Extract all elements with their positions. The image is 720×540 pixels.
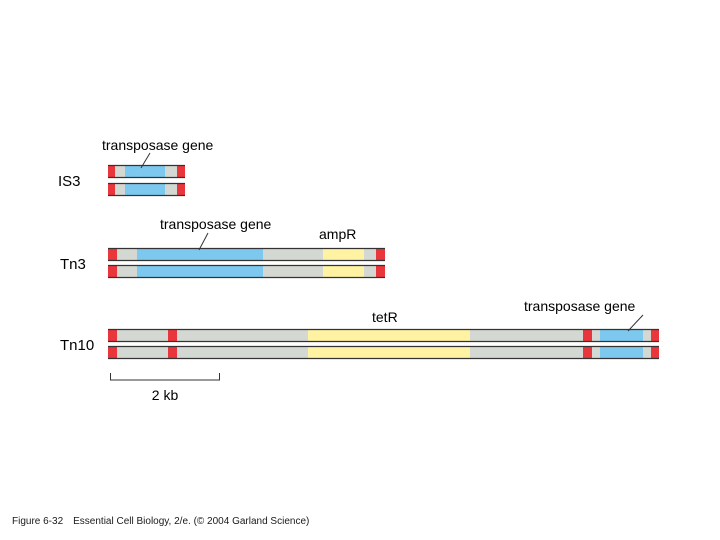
transposase-gene-label: transposase gene	[102, 137, 214, 153]
element-is3: IS3 transposase gene	[58, 137, 214, 197]
terminal-repeat-segment	[168, 346, 177, 359]
terminal-repeat-segment	[108, 346, 117, 359]
terminal-repeat-segment	[108, 183, 115, 196]
terminal-repeat-segment	[177, 165, 185, 178]
figure-caption: Figure 6-32 Essential Cell Biology, 2/e. …	[12, 516, 309, 527]
dna-strand-bottom	[108, 264, 385, 279]
transposase-gene-label: transposase gene	[524, 298, 636, 314]
scale-bar: 2 kb	[110, 373, 220, 403]
backbone-segment	[263, 248, 323, 261]
terminal-repeat-segment	[108, 329, 117, 342]
backbone-segment	[115, 183, 125, 196]
caption-text: Essential Cell Biology, 2/e. (© 2004 Gar…	[73, 516, 310, 527]
transposase-segment	[137, 248, 263, 261]
label-pointer-line	[627, 314, 644, 332]
backbone-segment	[177, 329, 308, 342]
resistance-gene-label: tetR	[372, 309, 398, 325]
dna-strand-bottom	[108, 182, 185, 197]
backbone-segment	[117, 346, 168, 359]
element-tn3: Tn3 transposase gene ampR	[60, 216, 385, 279]
terminal-repeat-segment	[651, 329, 659, 342]
terminal-repeat-segment	[108, 165, 115, 178]
backbone-segment	[115, 165, 125, 178]
terminal-repeat-segment	[177, 183, 185, 196]
backbone-segment	[470, 346, 583, 359]
backbone-segment	[592, 329, 600, 342]
resistance-gene-label: ampR	[319, 226, 356, 242]
scale-bar-label: 2 kb	[152, 387, 179, 403]
dna-strand-bottom	[108, 345, 659, 360]
terminal-repeat-segment	[583, 346, 592, 359]
label-pointer-line	[140, 152, 151, 169]
resistance-segment	[308, 329, 470, 342]
terminal-repeat-segment	[108, 265, 117, 278]
terminal-repeat-segment	[168, 329, 177, 342]
terminal-repeat-segment	[108, 248, 117, 261]
backbone-segment	[592, 346, 600, 359]
terminal-repeat-segment	[376, 248, 385, 261]
backbone-segment	[165, 183, 177, 196]
transposase-gene-label: transposase gene	[160, 216, 272, 232]
element-label-tn10: Tn10	[60, 337, 94, 354]
terminal-repeat-segment	[651, 346, 659, 359]
transposase-segment	[125, 183, 165, 196]
transposase-segment	[125, 165, 165, 178]
dna-strand-top	[108, 328, 659, 343]
element-label-is3: IS3	[58, 173, 81, 190]
backbone-segment	[263, 265, 323, 278]
element-tn10: Tn10 tetR transposase gene	[60, 298, 659, 360]
backbone-segment	[177, 346, 308, 359]
backbone-segment	[364, 248, 376, 261]
resistance-segment	[323, 265, 364, 278]
terminal-repeat-segment	[583, 329, 592, 342]
transposase-segment	[137, 265, 263, 278]
backbone-segment	[470, 329, 583, 342]
dna-strand-top	[108, 247, 385, 262]
backbone-segment	[364, 265, 376, 278]
transposase-segment	[600, 329, 643, 342]
backbone-segment	[643, 346, 651, 359]
dna-strand-top	[108, 164, 185, 179]
terminal-repeat-segment	[376, 265, 385, 278]
resistance-segment	[308, 346, 470, 359]
label-pointer-line	[198, 232, 209, 251]
backbone-segment	[643, 329, 651, 342]
figure-number: Figure 6-32	[12, 516, 64, 527]
transposase-segment	[600, 346, 643, 359]
resistance-segment	[323, 248, 364, 261]
backbone-segment	[165, 165, 177, 178]
element-label-tn3: Tn3	[60, 256, 86, 273]
backbone-segment	[117, 329, 168, 342]
backbone-segment	[117, 248, 137, 261]
backbone-segment	[117, 265, 137, 278]
